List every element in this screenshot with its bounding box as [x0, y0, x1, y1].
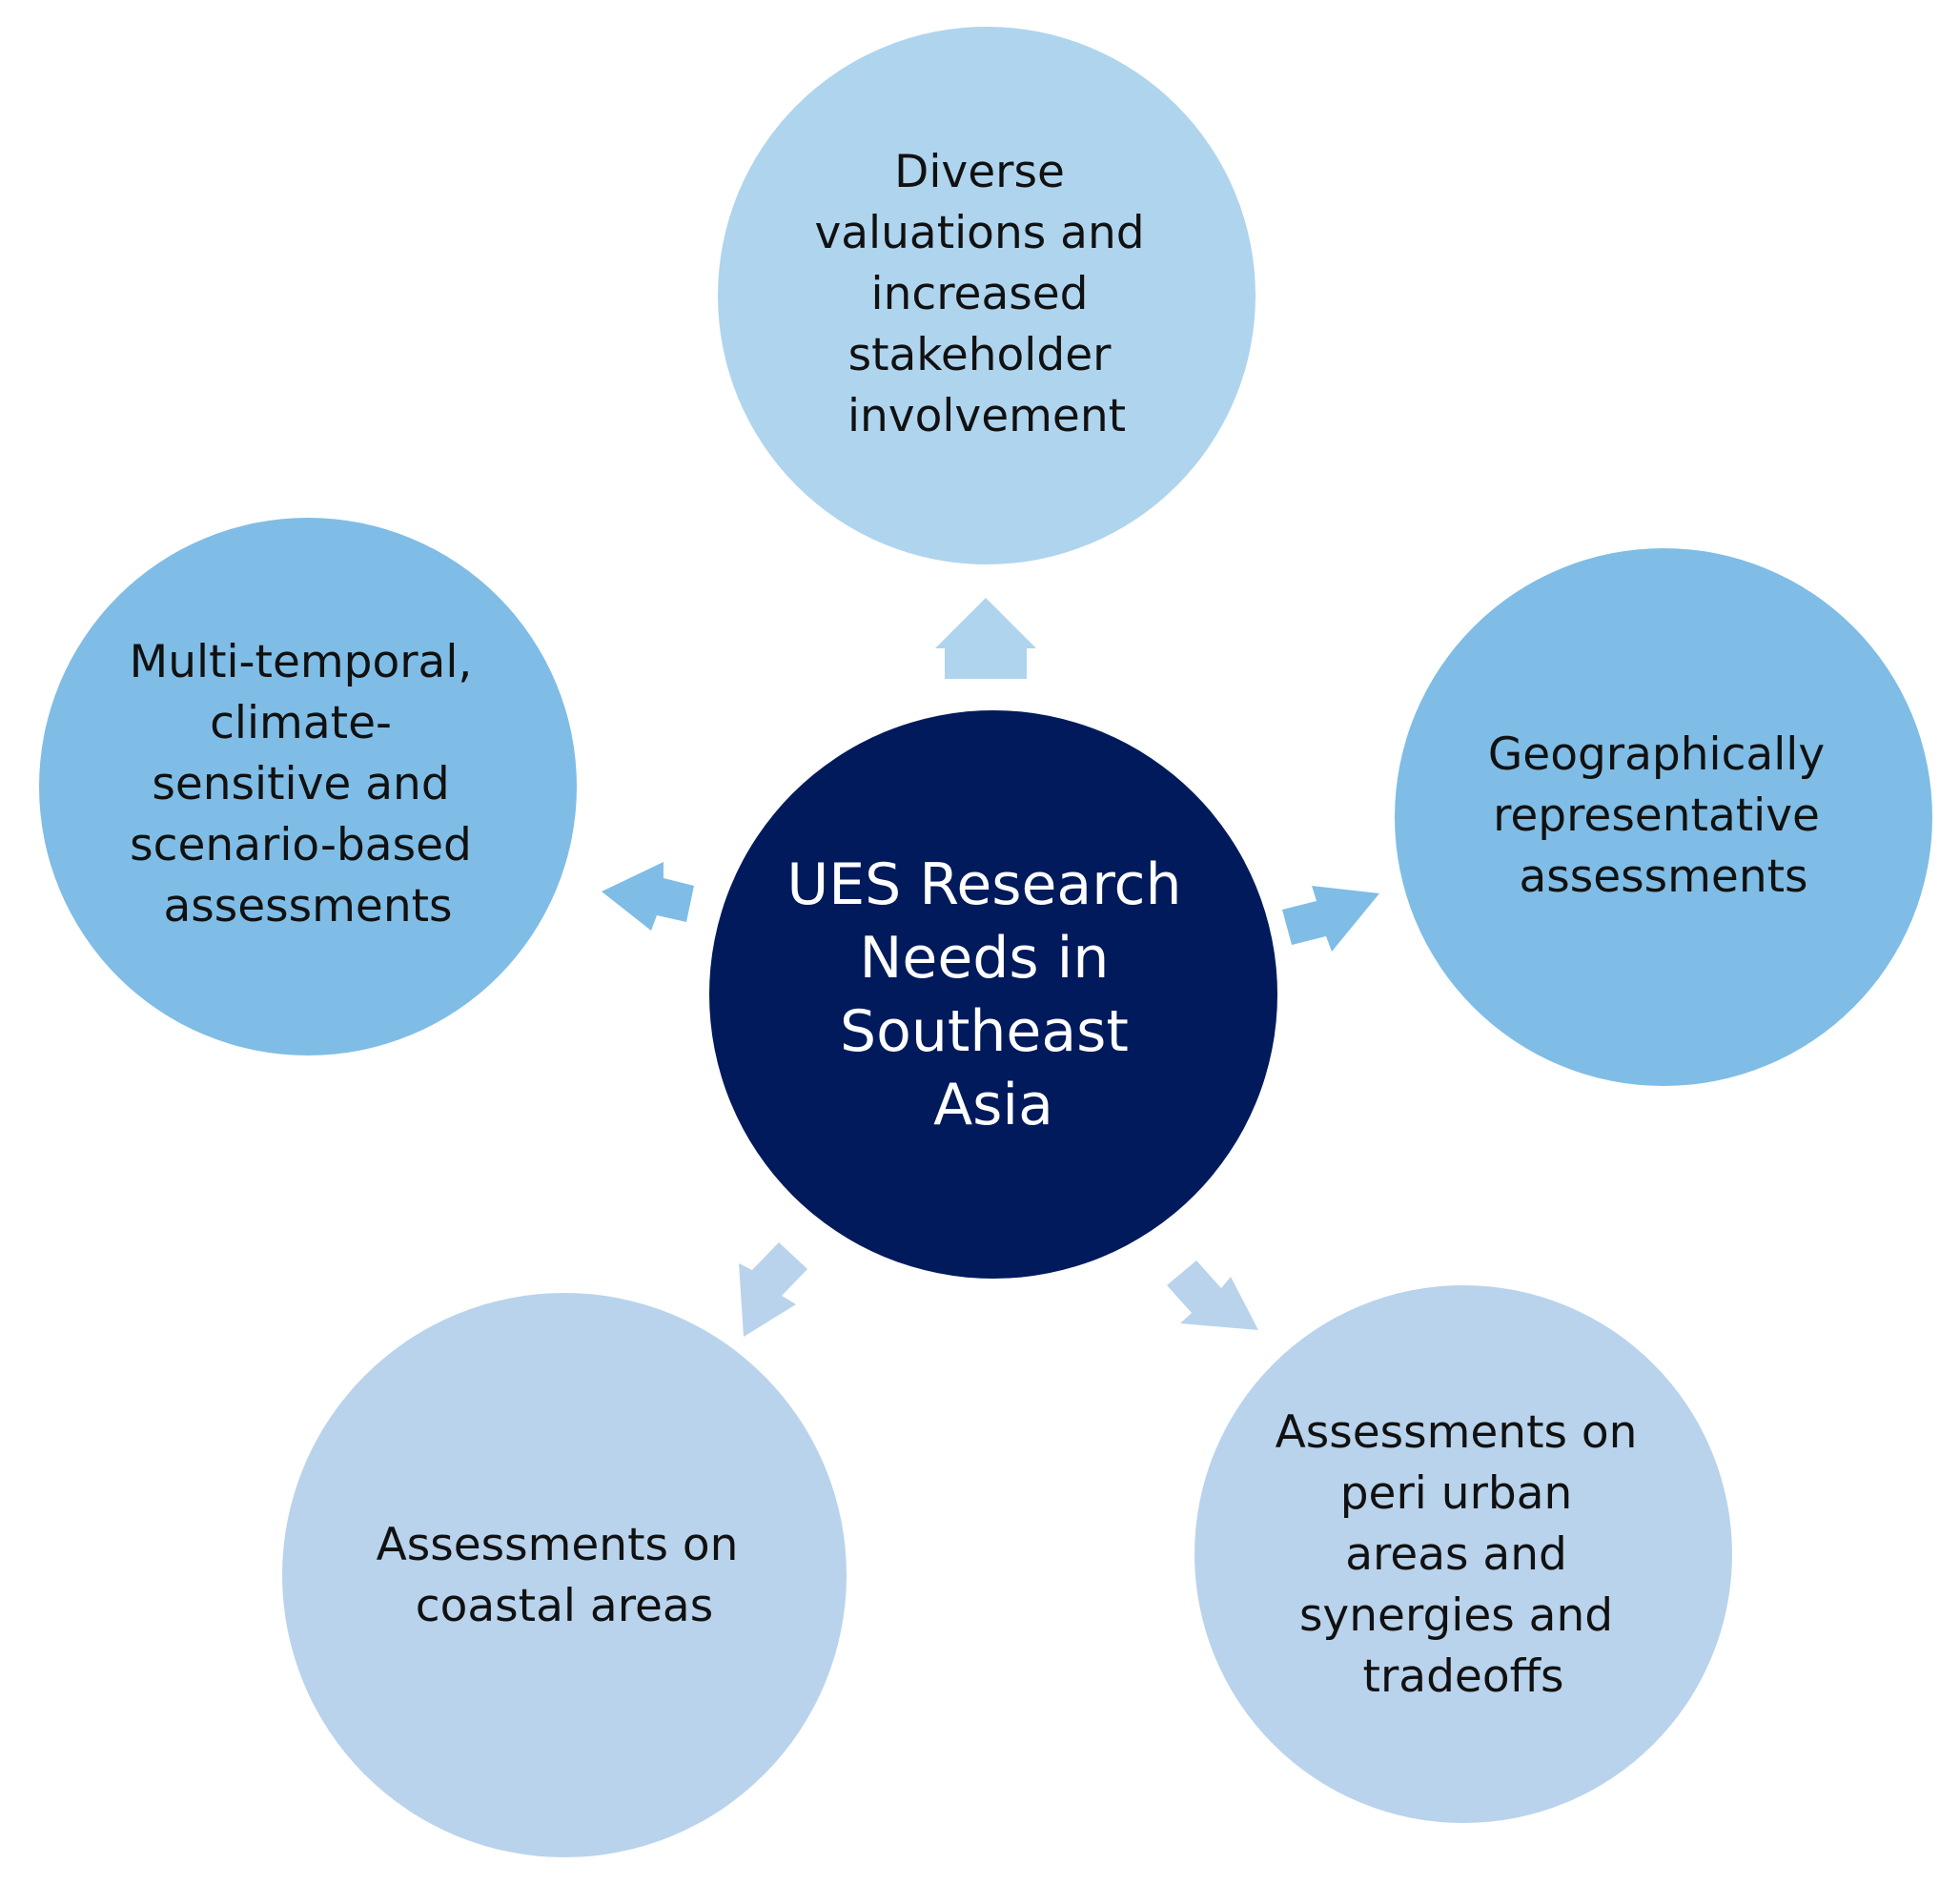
arrow-to-top [935, 598, 1036, 679]
node-right-label: Geographically representative assessment… [1488, 728, 1839, 903]
arrow-to-right [1282, 886, 1379, 952]
node-bottom-left-label: Assessments on coastal areas [377, 1519, 753, 1632]
arrow-to-bottom-right [1167, 1260, 1258, 1330]
center-circle [709, 710, 1277, 1279]
node-top-circle [718, 27, 1256, 564]
center-label: UES Research Needs in Southeast Asia [786, 851, 1199, 1138]
arrow-to-left [602, 862, 694, 931]
node-bottom-right-label: Assessments on peri urban areas and syne… [1276, 1406, 1652, 1703]
node-right-circle [1395, 548, 1932, 1086]
node-top-label: Diverse valuations and increased stakeho… [814, 146, 1158, 442]
node-left-circle [39, 518, 577, 1055]
node-left-label: Multi-temporal, climate- sensitive and s… [130, 636, 487, 932]
node-bottom-left-circle [282, 1293, 847, 1857]
node-bottom-right-circle [1194, 1285, 1732, 1823]
arrow-to-bottom-left [739, 1242, 807, 1337]
